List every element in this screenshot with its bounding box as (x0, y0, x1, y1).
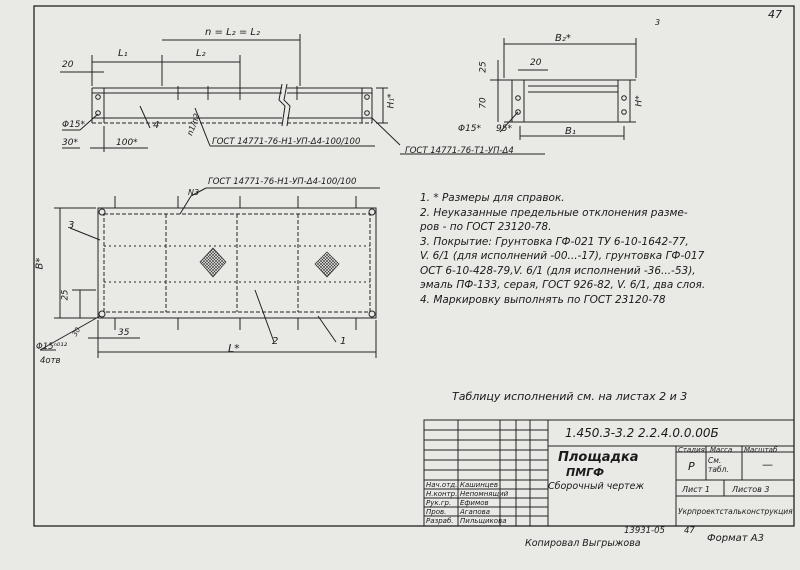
dim-70: 70 (478, 97, 489, 109)
signature-name: Непомнящий (460, 490, 509, 498)
dim-25-plan: 25 (60, 289, 71, 301)
signature-role: Разраб. (426, 517, 454, 525)
dim-phi15-left: Φ15* (62, 120, 86, 130)
sheet-number: 47 (768, 8, 782, 21)
dim-b2: B₂* (555, 33, 571, 44)
gost-elevation-left: ГОСТ 14771-76-Н1-УП-Δ4-100/100 (212, 137, 361, 147)
dim-l1: L₁ (118, 48, 128, 59)
note-line: 2. Неуказанные предельные отклонения раз… (420, 206, 688, 219)
dim-20-right: 20 (530, 58, 542, 68)
dim-phi15-right: Φ15* (458, 124, 482, 134)
gost-elevation-right: ГОСТ 14771-76-Т1-УП-Δ4 (405, 146, 514, 156)
copied-by: Копировал Выгрыжова (525, 538, 641, 549)
signature-name: Кашинцев (460, 481, 498, 489)
signature-role: Нач.отд. (426, 481, 458, 489)
subtitle: Сборочный чертеж (548, 481, 645, 492)
dim-100: 100* (116, 138, 138, 148)
plan-view (39, 187, 380, 358)
sheets-label: Листов 3 (732, 485, 770, 494)
mass-header: Масса (710, 446, 733, 454)
sheet-label: Лист 1 (682, 485, 710, 494)
table-reference: Таблицу исполнений см. на листах 2 и 3 (452, 390, 688, 403)
stage-header: Стадия (678, 446, 705, 454)
mass-value: См. табл. (708, 456, 729, 474)
note-line: 3. Покрытие: Грунтовка ГФ-021 ТУ 6-10-16… (420, 235, 689, 248)
callout-3: 3 (68, 220, 75, 231)
callout-1: 1 (340, 336, 347, 347)
dim-30: 30* (62, 138, 78, 148)
callout-4: 4 (153, 120, 160, 131)
dim-b-star: B* (34, 257, 46, 270)
grating-diamond (199, 247, 340, 278)
note-line: ров - по ГОСТ 23120-78. (420, 221, 552, 233)
dim-n-l2: n = L₂ = L₂ (205, 27, 260, 38)
callout-n3: N3 (188, 188, 200, 197)
dim-l-star: L* (228, 342, 240, 355)
note-line: V. 6/1 (для исполнений -00...-17), грунт… (420, 250, 705, 262)
note-line: 4. Маркировку выполнять по ГОСТ 23120-78 (420, 293, 666, 306)
doc-number: 1.450.3-3.2 2.2.4.0.0.00Б (565, 426, 719, 440)
dim-phi-holes: Φ15ⁿ⁰¹² (36, 342, 68, 352)
dim-h-left: H₁* (386, 93, 397, 109)
gost-plan: ГОСТ 14771-76-Н1-УП-Δ4-100/100 (208, 177, 357, 187)
dim-h-right: H* (634, 95, 645, 107)
callout-2: 2 (272, 336, 279, 347)
dim-25-right: 25 (478, 61, 489, 73)
scale-value: — (762, 458, 773, 471)
dim-95: 95* (496, 124, 512, 134)
dim-l2: L₂ (196, 48, 206, 59)
dim-holes-count: 4отв (40, 356, 61, 366)
dim-35: 35 (118, 328, 130, 338)
inventory-number: 13931-05 (624, 526, 665, 536)
note-line: эмаль ПФ-133, серая, ГОСТ 926-82, V. 6/1… (420, 279, 706, 291)
stage-value: Р (688, 460, 695, 473)
page-mark: 3 (655, 18, 661, 27)
signature-name: Агапова (460, 508, 491, 516)
signature-role: Пров. (426, 508, 447, 516)
dim-20-left: 20 (62, 60, 74, 70)
signature-role: Н.контр. (426, 490, 458, 498)
side-elevation (60, 34, 545, 155)
title-block (423, 419, 795, 527)
scale-header: Масштаб (744, 446, 778, 454)
note-line: 1. * Размеры для справок. (420, 192, 565, 204)
footer-page: 47 (684, 526, 695, 536)
title-line-2: ПМГФ (566, 466, 605, 479)
title-line-1: Площадка (558, 450, 639, 465)
cross-section (490, 38, 637, 140)
signature-name: Пильщикова (460, 517, 507, 525)
dim-b1: B₁ (565, 126, 576, 137)
organization: Укрпроектстальконструкция (678, 507, 793, 516)
signature-name: Ефимов (460, 499, 489, 507)
format-label: Формат А3 (707, 533, 764, 544)
notes-block: 1. * Размеры для справок. 2. Неуказанные… (420, 193, 705, 309)
signature-role: Рук.гр. (426, 499, 452, 507)
note-line: ОСТ 6-10-428-79,V. 6/1 (для исполнений -… (420, 264, 696, 277)
